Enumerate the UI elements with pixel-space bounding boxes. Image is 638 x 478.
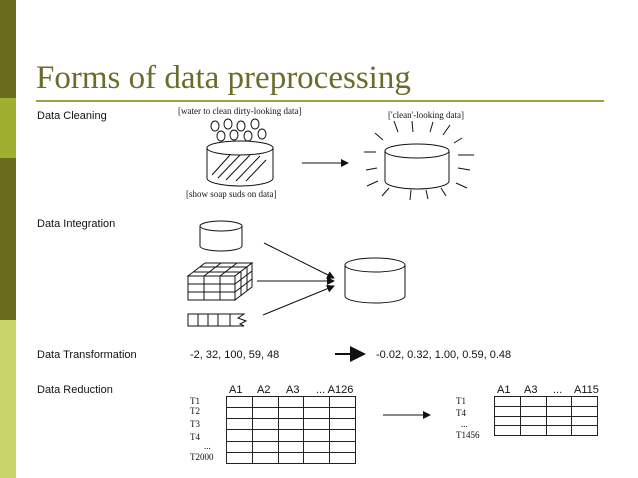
flat-file-icon (187, 313, 248, 327)
left-header-a3: A3 (286, 384, 300, 396)
data-transformation-label: Data Transformation (37, 349, 137, 361)
left-row-t2: T2 (190, 406, 200, 416)
data-cleaning-label: Data Cleaning (37, 110, 107, 122)
shine-rays-icon (364, 120, 474, 201)
left-header-a1: A1 (229, 384, 243, 396)
title-underline (36, 100, 604, 102)
right-data-grid (494, 396, 598, 436)
left-row-t1: T1 (190, 396, 200, 406)
sidebar-decoration (0, 0, 16, 478)
data-integration-label: Data Integration (37, 218, 116, 230)
cleaning-caption-bottom: [show soap suds on data] (186, 189, 277, 199)
data-cube-icon (186, 261, 254, 302)
cleaning-caption-top: [water to clean dirty-looking data] (178, 106, 302, 116)
soap-bubbles-icon (210, 118, 267, 142)
left-header-a2: A2 (257, 384, 271, 396)
dirty-database-icon (206, 140, 274, 187)
right-header-a115: A115 (574, 384, 599, 396)
integrated-database-icon (344, 257, 406, 304)
sidebar-band-dark-2 (0, 158, 16, 320)
clean-database-icon (384, 143, 450, 190)
sidebar-band-light (0, 320, 16, 478)
right-row-t1456: T1456 (456, 430, 480, 440)
right-row-t4: T4 (456, 408, 466, 418)
right-header-a1: A1 (497, 384, 511, 396)
left-header-a126: ... A126 (316, 384, 354, 396)
left-row-ellipsis: ... (204, 441, 211, 451)
source-database-icon (199, 220, 243, 252)
sidebar-band-olive (0, 98, 16, 158)
transformation-input-values: -2, 32, 100, 59, 48 (190, 349, 280, 361)
left-row-t2000: T2000 (190, 452, 214, 462)
left-row-t3: T3 (190, 419, 200, 429)
left-data-grid (226, 395, 356, 465)
right-header-ellipsis: ... (553, 384, 563, 396)
right-row-t1: T1 (456, 396, 466, 406)
right-header-a3: A3 (524, 384, 538, 396)
integration-arrow-top-icon (263, 242, 335, 279)
data-reduction-label: Data Reduction (37, 384, 113, 396)
left-row-t4: T4 (190, 432, 200, 442)
sidebar-band-dark (0, 0, 16, 98)
integration-arrow-bottom-icon (262, 284, 335, 316)
cleaning-caption-result: ['clean'-looking data] (388, 110, 464, 120)
slide-title: Forms of data preprocessing (36, 60, 411, 96)
transformation-output-values: -0.02, 0.32, 1.00, 0.59, 0.48 (376, 349, 512, 361)
right-row-ellipsis: ... (461, 419, 468, 429)
